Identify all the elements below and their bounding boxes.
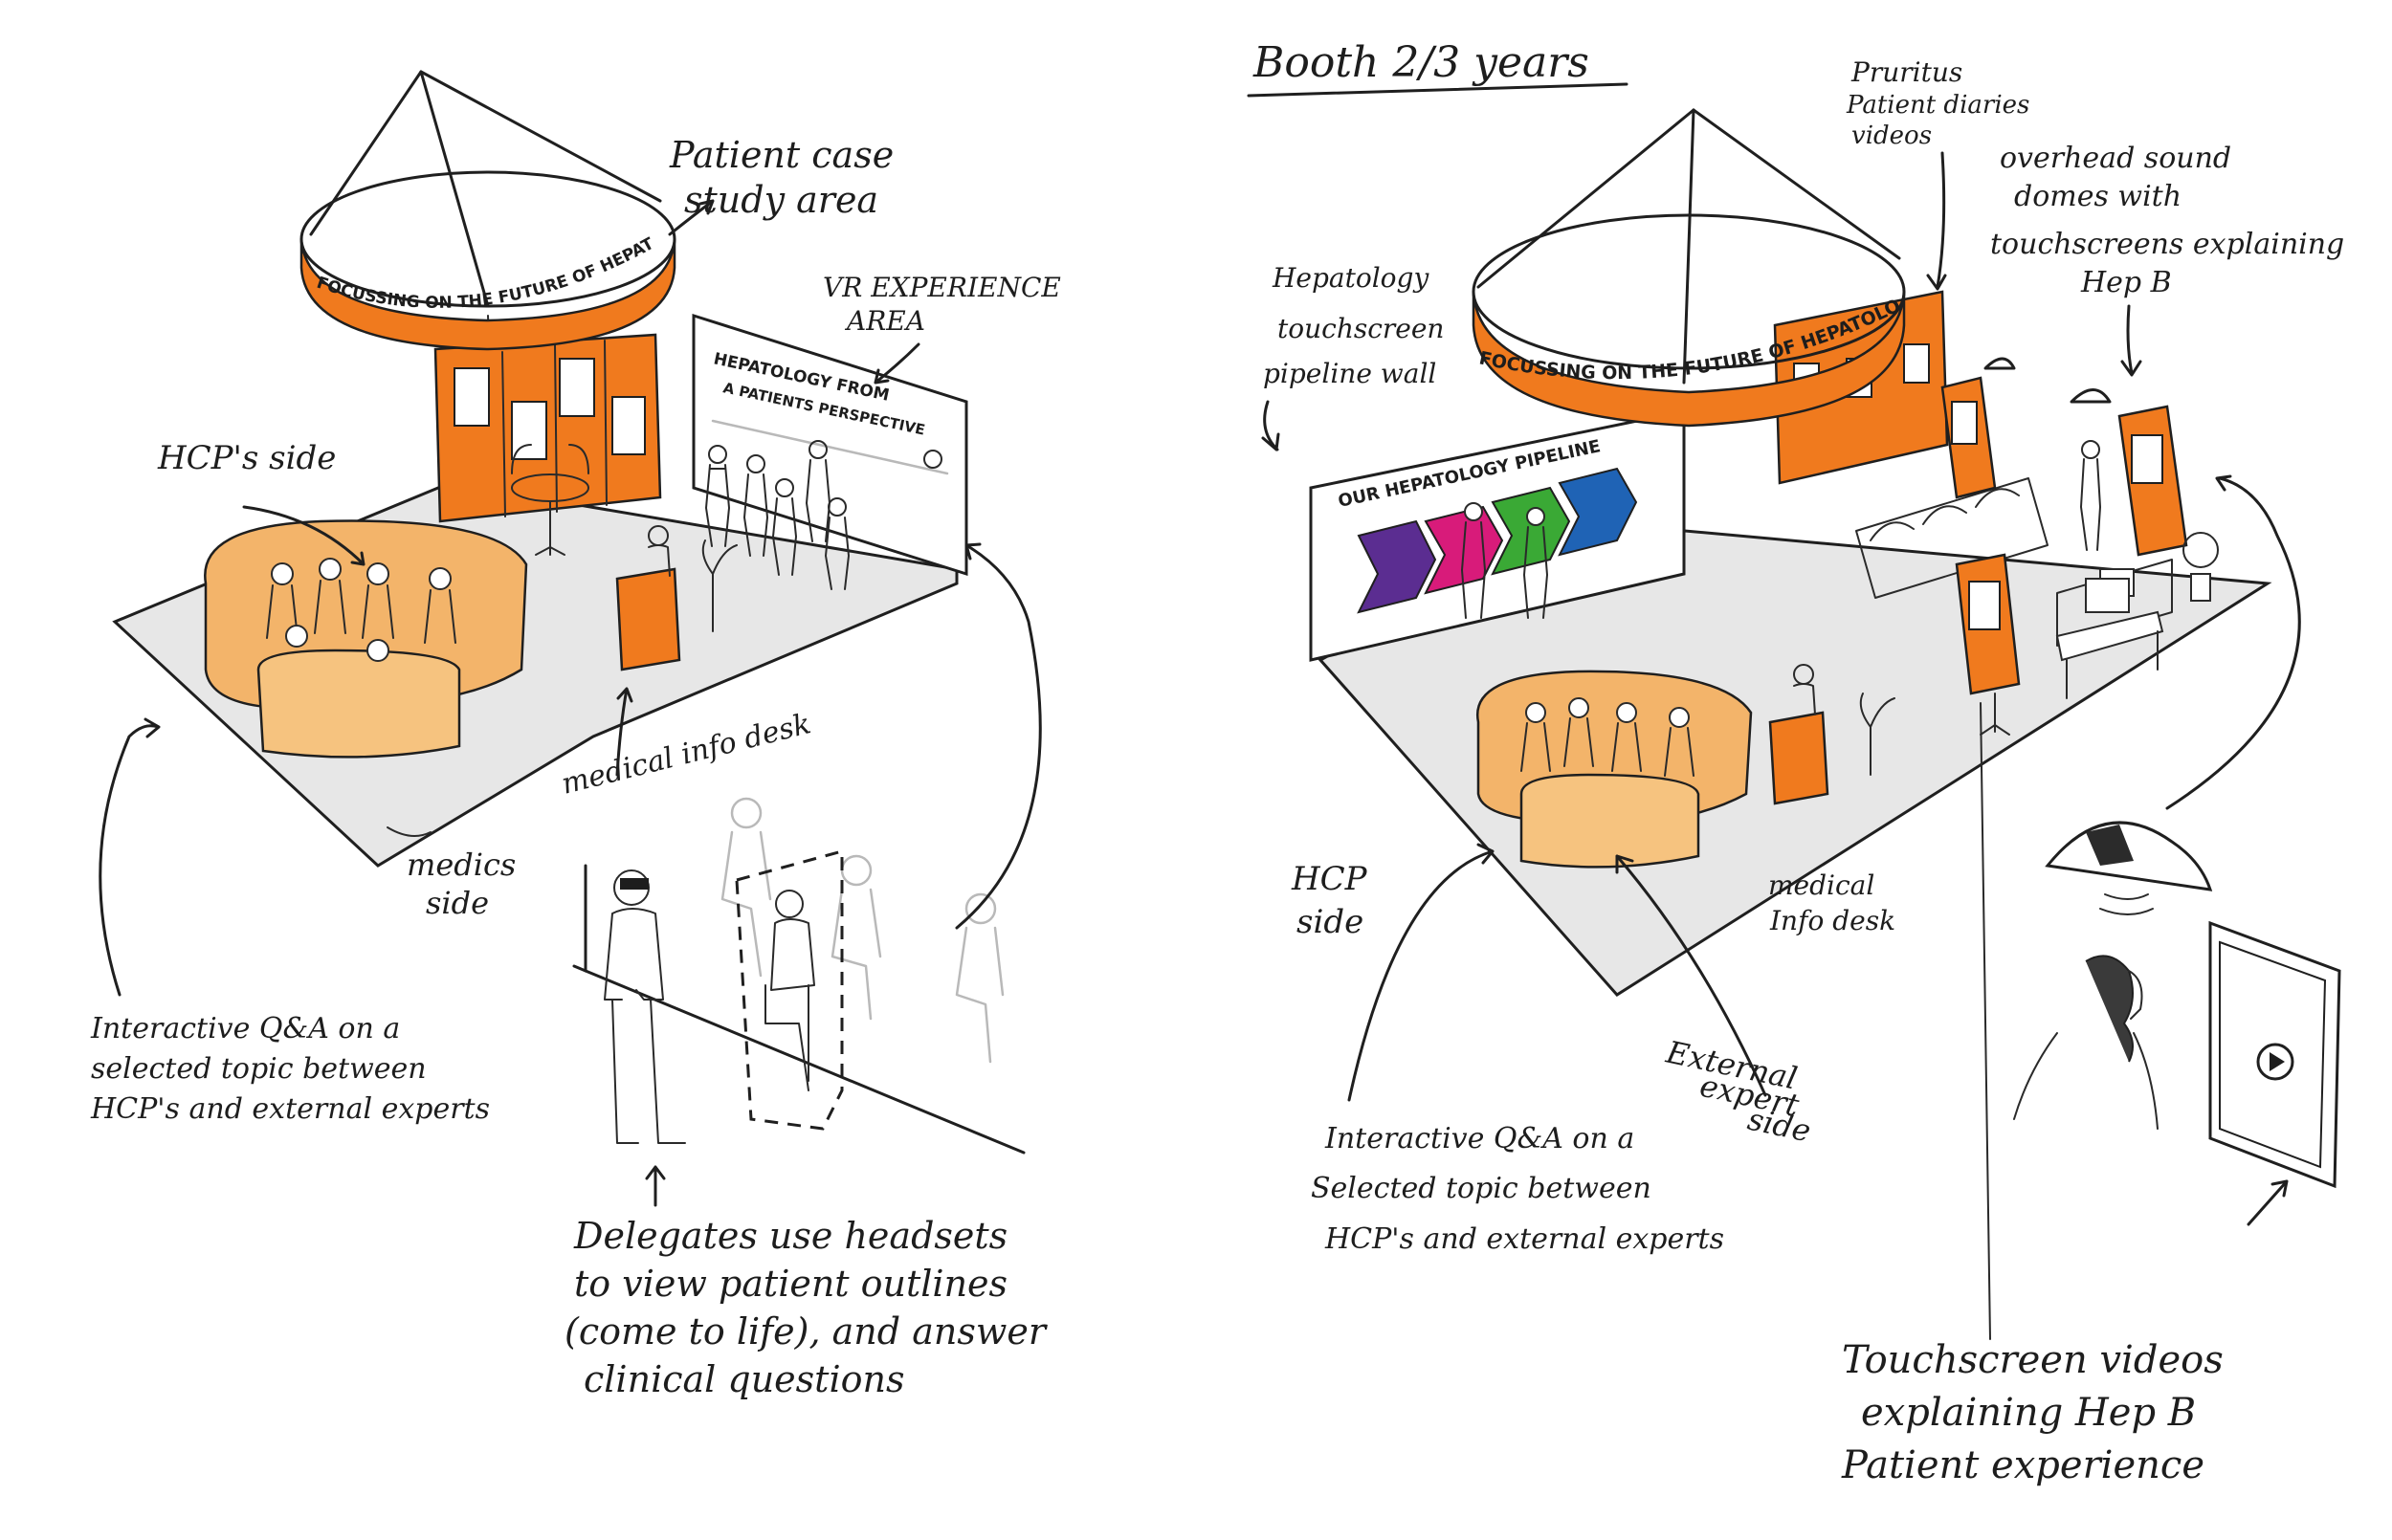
domes-label-3: touchscreens explaining <box>1990 228 2344 261</box>
plant <box>2182 532 2219 602</box>
wall-touchscreen <box>2208 920 2341 1189</box>
hcp-label-2: side <box>1296 903 1363 941</box>
touch-label-1: Touchscreen videos <box>1842 1338 2224 1382</box>
domes-label-4: Hep B <box>2080 266 2172 299</box>
right-hanging-ring: FOCUSSING ON THE FUTURE OF HEPATOLOGY <box>0 0 1906 428</box>
pipeline-label-2: touchscreen <box>1277 313 1444 344</box>
pruritus-label-2: Patient diaries <box>1846 91 2029 120</box>
left-vr-wall: HEPATOLOGY FROM A PATIENTS PERSPECTIVE <box>692 313 968 577</box>
left-qa-label-2: selected topic between <box>91 1052 427 1086</box>
pruritus-label-1: Pruritus <box>1850 56 1962 88</box>
patient-case-label-2: study area <box>684 179 878 221</box>
right-hcp-booth <box>1475 670 1753 869</box>
delegates-label-3: (come to life), and answer <box>565 1310 1049 1353</box>
left-qa-label-1: Interactive Q&A on a <box>90 1012 400 1045</box>
delegates-label-2: to view patient outlines <box>574 1263 1008 1305</box>
touch-label-3: Patient experience <box>1841 1443 2204 1487</box>
left-arrows <box>99 199 1042 1207</box>
highlighted-patient <box>735 849 844 1131</box>
kiosk-3 <box>1955 553 2021 736</box>
right-medical-label-2: Info desk <box>1769 905 1895 936</box>
hcps-side-label: HCP's side <box>157 439 336 477</box>
monitor-desk <box>2055 578 2164 699</box>
pipeline-chevron-1 <box>1357 519 1437 614</box>
left-medical-info-desk <box>615 525 738 671</box>
delegate-with-headset <box>604 869 686 1144</box>
left-meeting-table <box>511 444 589 556</box>
left-vr-scene <box>572 797 1026 1155</box>
vr-area-label-2: AREA <box>844 305 925 337</box>
patient-outlines <box>720 797 1005 1064</box>
kiosk-2 <box>2070 388 2188 557</box>
medics-side-label-2: side <box>426 885 489 921</box>
right-qa-label-1: Interactive Q&A on a <box>1324 1122 1634 1155</box>
left-hanging-ring: FOCUSSING ON THE FUTURE OF HEPATOLOGY <box>0 0 676 351</box>
right-sketch-title: Booth 2/3 years <box>1252 38 1589 87</box>
pipeline-label-1: Hepatology <box>1272 262 1429 294</box>
left-labels: Patient case study area VR EXPERIENCE AR… <box>90 134 1061 1400</box>
delegates-label-4: clinical questions <box>584 1358 904 1400</box>
patient-case-label-1: Patient case <box>669 134 894 176</box>
right-ring-cables <box>1476 108 1901 385</box>
external-label-3: side <box>1744 1101 1814 1150</box>
pruritus-label-3: videos <box>1851 121 1932 150</box>
domes-label-1: overhead sound <box>2000 142 2231 175</box>
kiosk-1 <box>1940 357 2016 499</box>
left-patient-case-wall <box>433 333 662 523</box>
left-hcp-booth <box>204 519 528 759</box>
right-qa-label-2: Selected topic between <box>1311 1172 1651 1205</box>
listener-woman <box>2013 955 2159 1130</box>
left-qa-label-3: HCP's and external experts <box>90 1092 490 1126</box>
left-ring-text: FOCUSSING ON THE FUTURE OF HEPATOLOGY <box>0 0 657 313</box>
left-vr-visitors <box>705 440 850 590</box>
medics-side-label-1: medics <box>407 847 516 883</box>
right-qa-label-3: HCP's and external experts <box>1324 1222 1724 1256</box>
pipeline-chevron-4 <box>1558 467 1638 557</box>
right-labels: Pruritus Patient diaries videos overhead… <box>1263 56 2344 1487</box>
right-ring-text: FOCUSSING ON THE FUTURE OF HEPATOLOGY <box>0 0 1904 384</box>
right-medical-label-1: medical <box>1768 869 1874 901</box>
pipeline-label-3: pipeline wall <box>1263 358 1436 389</box>
right-touchscreen-kiosks <box>1940 357 2219 736</box>
left-booth-sketch: HEPATOLOGY FROM A PATIENTS PERSPECTIVE F… <box>0 0 1061 1400</box>
right-medical-info-desk <box>1768 664 1895 805</box>
delegates-label-1: Delegates use headsets <box>573 1215 1008 1257</box>
dome-inset <box>2013 821 2341 1189</box>
right-arrows <box>1261 151 2301 1340</box>
hcp-label-1: HCP <box>1291 860 1368 898</box>
vr-area-label-1: VR EXPERIENCE <box>823 272 1061 303</box>
touch-label-2: explaining Hep B <box>1861 1391 2196 1435</box>
domes-label-2: domes with <box>2014 180 2182 213</box>
pipeline-chevron-3 <box>1491 486 1571 576</box>
